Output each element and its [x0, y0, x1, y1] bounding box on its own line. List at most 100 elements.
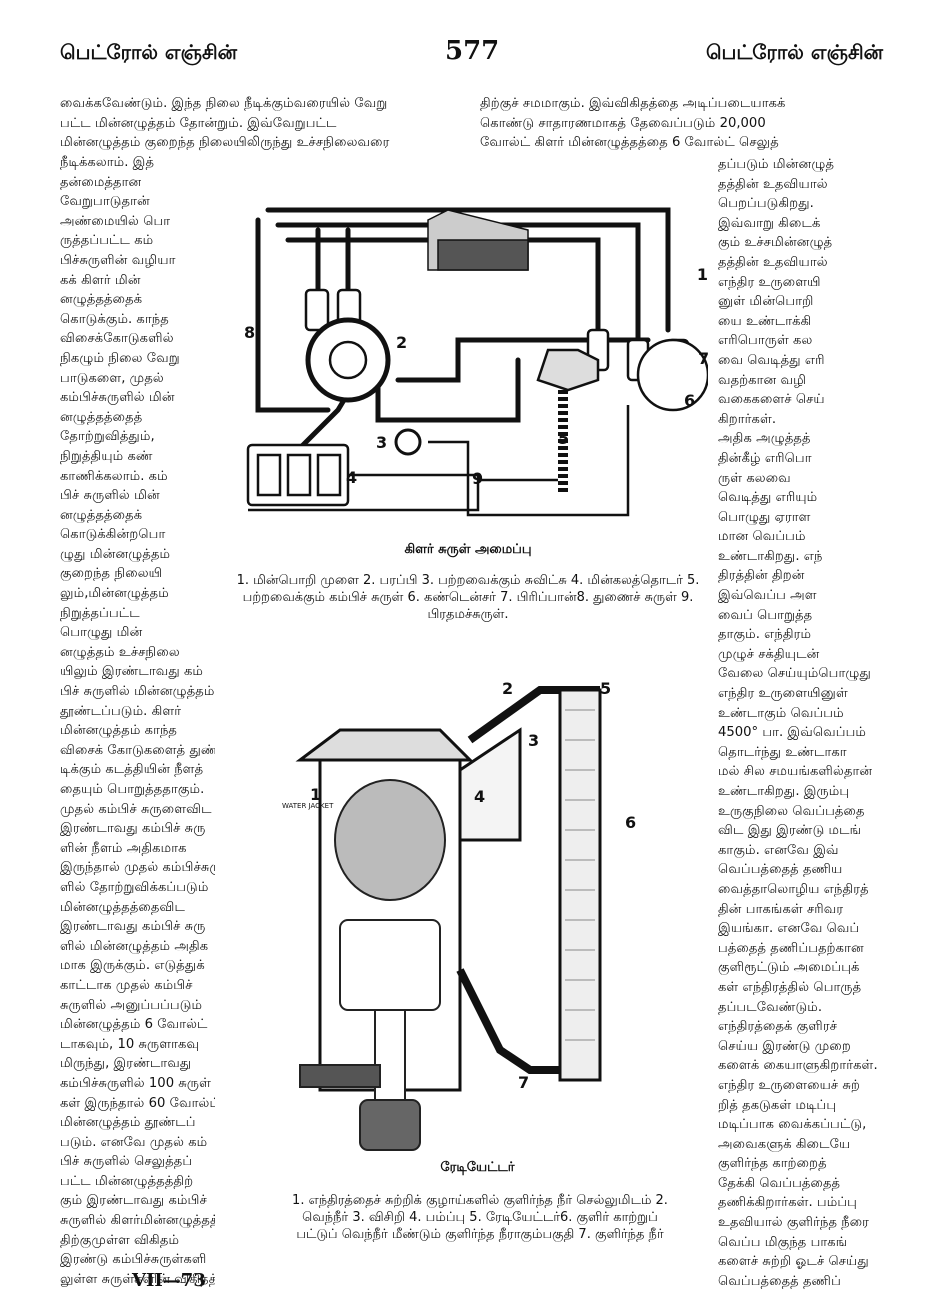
right-column-line: தாகும். எந்திரம் — [718, 627, 812, 643]
right-column-line: அதிக அழுத்தத் — [718, 431, 811, 447]
left-column-line: படும். எனவே முதல் கம் — [60, 1134, 208, 1150]
top-left-line: வைக்கவேண்டும். இந்த நிலை நீடிக்கும்வரையி… — [60, 96, 388, 111]
fig1-label-2: 2 — [396, 333, 407, 352]
fig2-label-2: 2 — [502, 679, 513, 698]
left-column-line: மின்னழுத்தம் 6 வோல்ட் — [60, 1017, 208, 1033]
left-column-line: நீடிக்கலாம். இத் — [60, 155, 155, 170]
left-column-line: மிருந்து, இரண்டாவது — [60, 1056, 192, 1072]
left-column-line: இருந்தால் முதல் கம்பிச்சுரு — [60, 860, 215, 876]
right-column-line: மல் சில சமயங்களில்தான் — [718, 764, 873, 780]
left-column-line: அண்மையில் பொ — [60, 213, 171, 229]
right-column-line: உண்டாகும் வெப்பம் — [718, 705, 844, 721]
left-column-line: னழுத்தம் உச்சநிலை — [60, 644, 180, 660]
right-column-line: தத்தின் உதவியால் — [718, 176, 828, 192]
right-column-line: றித் தகடுகள் மடிப்பு — [718, 1097, 837, 1113]
figure1-caption: கிளர் சுருள் அமைப்பு — [404, 542, 532, 557]
right-column-line: தின் பாகங்கள் சரிவர — [718, 901, 844, 917]
footer-volume-page: VII—73 — [132, 1270, 206, 1291]
right-column-line: உண்டாகிறது. எந் — [718, 548, 823, 564]
right-column-line: களைக் கையாளுகிறார்கள். — [718, 1058, 878, 1074]
right-column-line: யை உண்டாக்கி — [718, 313, 812, 329]
fig2-label-4: 4 — [474, 787, 485, 806]
right-column-line: பெறப்படுகிறது. — [718, 196, 814, 212]
left-column-line: நிகழும் நிலை வேறு — [60, 350, 180, 366]
right-column-line: உதவியால் குளிர்ந்த நீரை — [718, 1215, 869, 1231]
left-column-line: பிச் சுருளில் மின் — [60, 488, 160, 504]
fig1-label-9: 9 — [472, 469, 483, 488]
right-column-line: திரத்தின் திறன் — [718, 568, 805, 584]
left-column-line: கும் இரண்டாவது கம்பிச் — [60, 1193, 207, 1209]
fig1-label-4: 4 — [346, 468, 357, 487]
figure1-legend-line: 1. மின்பொறி முளை 2. பரப்பி 3. பற்றவைக்கு… — [236, 573, 641, 588]
fig2-label-5: 5 — [600, 679, 611, 698]
left-column-line: னழுத்தத்தைக் — [60, 507, 143, 523]
left-column-line: கள் இருந்தால் 60 வோல்ட் — [60, 1095, 215, 1111]
top-left-line: மின்னழுத்தம் குறைந்த நிலையிலிருந்து உச்ச… — [60, 135, 390, 151]
right-column-line: வெப்பத்தைத் தணிய — [718, 862, 843, 878]
left-column-line: பொழுது மின் — [60, 625, 143, 641]
left-column-line: விசைக் கோடுகளைத் துண் — [60, 742, 215, 758]
left-column-line: காணிக்கலாம். கம் — [60, 468, 168, 484]
figure1-legend: 1. மின்பொறி முளை 2. பரப்பி 3. பற்றவைக்கு… — [228, 572, 708, 623]
fig2-label-7: 7 — [518, 1073, 529, 1092]
right-column-line: எந்திர உருளையைச் சுற் — [718, 1077, 860, 1093]
right-column-line: முழுச் சக்தியுடன் — [718, 646, 820, 662]
left-column-line: தோற்றுவித்தும், — [60, 429, 155, 445]
top-left-text: வைக்கவேண்டும். இந்த நிலை நீடிக்கும்வரையி… — [60, 94, 470, 153]
right-column-line: கிறார்கள். — [718, 411, 777, 427]
right-column-line: விட இது இரண்டு மடங் — [718, 823, 862, 839]
right-column-line: வதற்கான வழி — [718, 372, 807, 388]
radiator-diagram: 1 2 3 4 5 6 7 WATER JACKET — [282, 679, 636, 1151]
right-column-line: வேலை செய்யும்பொழுது — [718, 666, 871, 682]
fig1-label-7: 7 — [698, 349, 708, 368]
figure1-legend-line: தொடர் 5. பற்றவைக்கும் கம்பிச் சுருள் 6. … — [242, 573, 700, 605]
left-column-line: நிறுத்தப்பட்ட — [60, 605, 140, 621]
figure2-legend-line: 6. குளிர் காற்றுப் பட்டுப் வெந்நீர் மீண்… — [296, 1210, 658, 1242]
water-jacket-label: WATER JACKET — [282, 802, 334, 810]
top-right-line: திற்குச் சமமாகும். இவ்விகிதத்தை அடிப்படை… — [480, 96, 786, 111]
left-column-line: காட்டாக முதல் கம்பிச் — [60, 977, 193, 993]
left-column-line: பிச் சுருளில் மின்னழுத்தம் — [60, 684, 215, 700]
left-column-line: மின்னழுத்தத்தைவிட — [60, 899, 185, 915]
figure2-legend-line: 1. எந்திரத்தைச் சுற்றிக் குழாய்களில் குள… — [292, 1193, 618, 1208]
page-number: 577 — [445, 36, 500, 66]
left-column-line: லும்,மின்னழுத்தம் — [60, 586, 169, 602]
fig2-label-3: 3 — [528, 731, 539, 750]
left-column-line: திற்குமுள்ள விகிதம் — [60, 1232, 180, 1248]
right-column-line: தப்படவேண்டும். — [718, 999, 823, 1015]
left-column-line: னழுத்தத்தைக் — [60, 292, 143, 308]
left-column-line: ளில் மின்னழுத்தம் அதிக — [60, 938, 209, 954]
left-column-line: இரண்டாவது கம்பிச் சுரு — [60, 821, 206, 837]
figure1-legend-line: 8. துணைச் சுருள் 9. பிரதமச்சுருள். — [427, 590, 694, 622]
running-header-left: பெட்ரோல் எஞ்சின் — [60, 40, 238, 64]
left-column-line: விசைக்கோடுகளில் — [60, 331, 174, 347]
left-column-line: ளில் தோற்றுவிக்கப்படும் — [60, 879, 209, 895]
left-column-line: பிச் சுருளில் செலுத்தப் — [60, 1154, 193, 1170]
left-column-line: சுருளில் கிளர்மின்னழுத்தத் — [60, 1213, 215, 1229]
right-column-line: 4500° பா. இவ்வெப்பம் — [718, 725, 867, 741]
left-column-line: தையும் பொறுத்ததாகும். — [60, 782, 205, 797]
right-column-line: இயங்கா. எனவே வெப் — [718, 921, 860, 937]
right-column-line: தத்தின் உதவியால் — [718, 254, 828, 270]
right-column-line: களைச் சுற்றி ஓடச் செய்து — [718, 1254, 869, 1270]
right-column-line: வை வெடித்து எரி — [718, 352, 825, 368]
right-column-line: வெப்பத்தைத் தணிப் — [718, 1273, 841, 1289]
right-column-line: தேக்கி வெப்பத்தைத் — [718, 1175, 841, 1191]
left-column-line: டாகவும், 10 சுருளாகவு — [60, 1036, 200, 1052]
fig1-label-6: 6 — [684, 391, 695, 410]
fig1-label-1: 1 — [697, 265, 708, 284]
right-column-line: எந்திரத்தைக் குளிரச் — [718, 1019, 837, 1035]
right-column-line: னுள் மின்பொறி — [718, 294, 814, 310]
left-column-line: கக் கிளர் மின் — [60, 272, 141, 288]
left-column-line: ளின் நீளம் அதிகமாக — [60, 840, 187, 856]
right-column-line: வைத்தாலொழிய எந்திரத் — [718, 881, 869, 897]
fig2-label-1: 1 — [310, 785, 321, 804]
right-column-line: உருகுநிலை வெப்பத்தை — [718, 803, 865, 819]
right-column-line: இவ்வெப்ப அள — [718, 588, 817, 604]
right-column-line: இவ்வாறு கிடைக் — [718, 215, 821, 231]
right-column-line: பொழுது ஏராள — [718, 509, 811, 525]
right-column-line: அவைகளுக் கிடையே — [718, 1136, 851, 1152]
left-column-line: பாடுகளை, முதல் — [60, 370, 164, 386]
left-column-line: குறைந்த நிலையி — [60, 566, 163, 582]
